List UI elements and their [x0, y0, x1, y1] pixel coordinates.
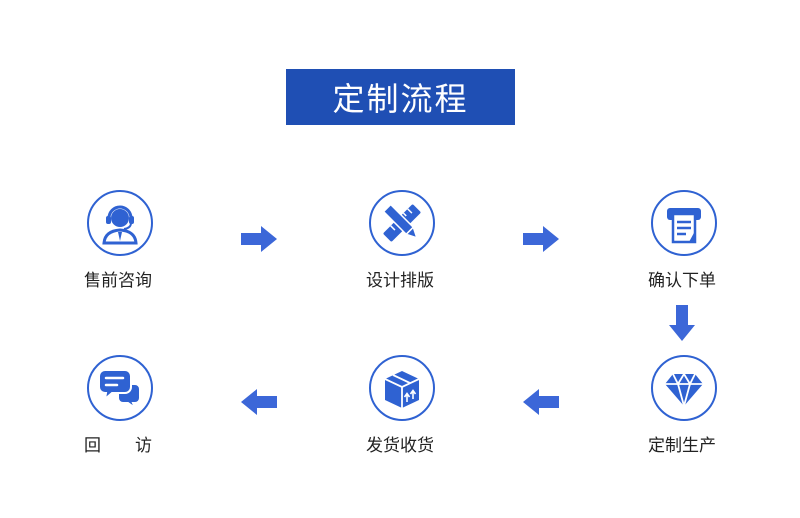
package-icon [384, 371, 420, 408]
arrow-left-icon [241, 389, 277, 419]
step-label: 售前咨询 [84, 271, 152, 291]
step-icon-circle [651, 190, 717, 256]
arrow-right-icon [523, 226, 559, 256]
step-label: 定制生产 [648, 436, 716, 456]
arrow-down-icon [669, 305, 695, 345]
arrow-right-icon [241, 226, 277, 256]
step-label: 发货收货 [366, 436, 434, 456]
step-label: 设计排版 [366, 271, 434, 291]
step-icon-circle [87, 190, 153, 256]
step-icon-circle [651, 355, 717, 421]
customer-service-icon [102, 205, 138, 245]
step-icon-circle [369, 190, 435, 256]
printer-icon [667, 208, 701, 244]
pencil-ruler-icon [382, 203, 421, 242]
page-title: 定制流程 [286, 69, 515, 125]
diamond-icon [665, 372, 703, 410]
step-label: 确认下单 [648, 271, 716, 291]
step-icon-circle [369, 355, 435, 421]
step-label: 回 访 [84, 436, 152, 456]
chat-bubbles-icon [98, 369, 141, 411]
step-icon-circle [87, 355, 153, 421]
arrow-left-icon [523, 389, 559, 419]
